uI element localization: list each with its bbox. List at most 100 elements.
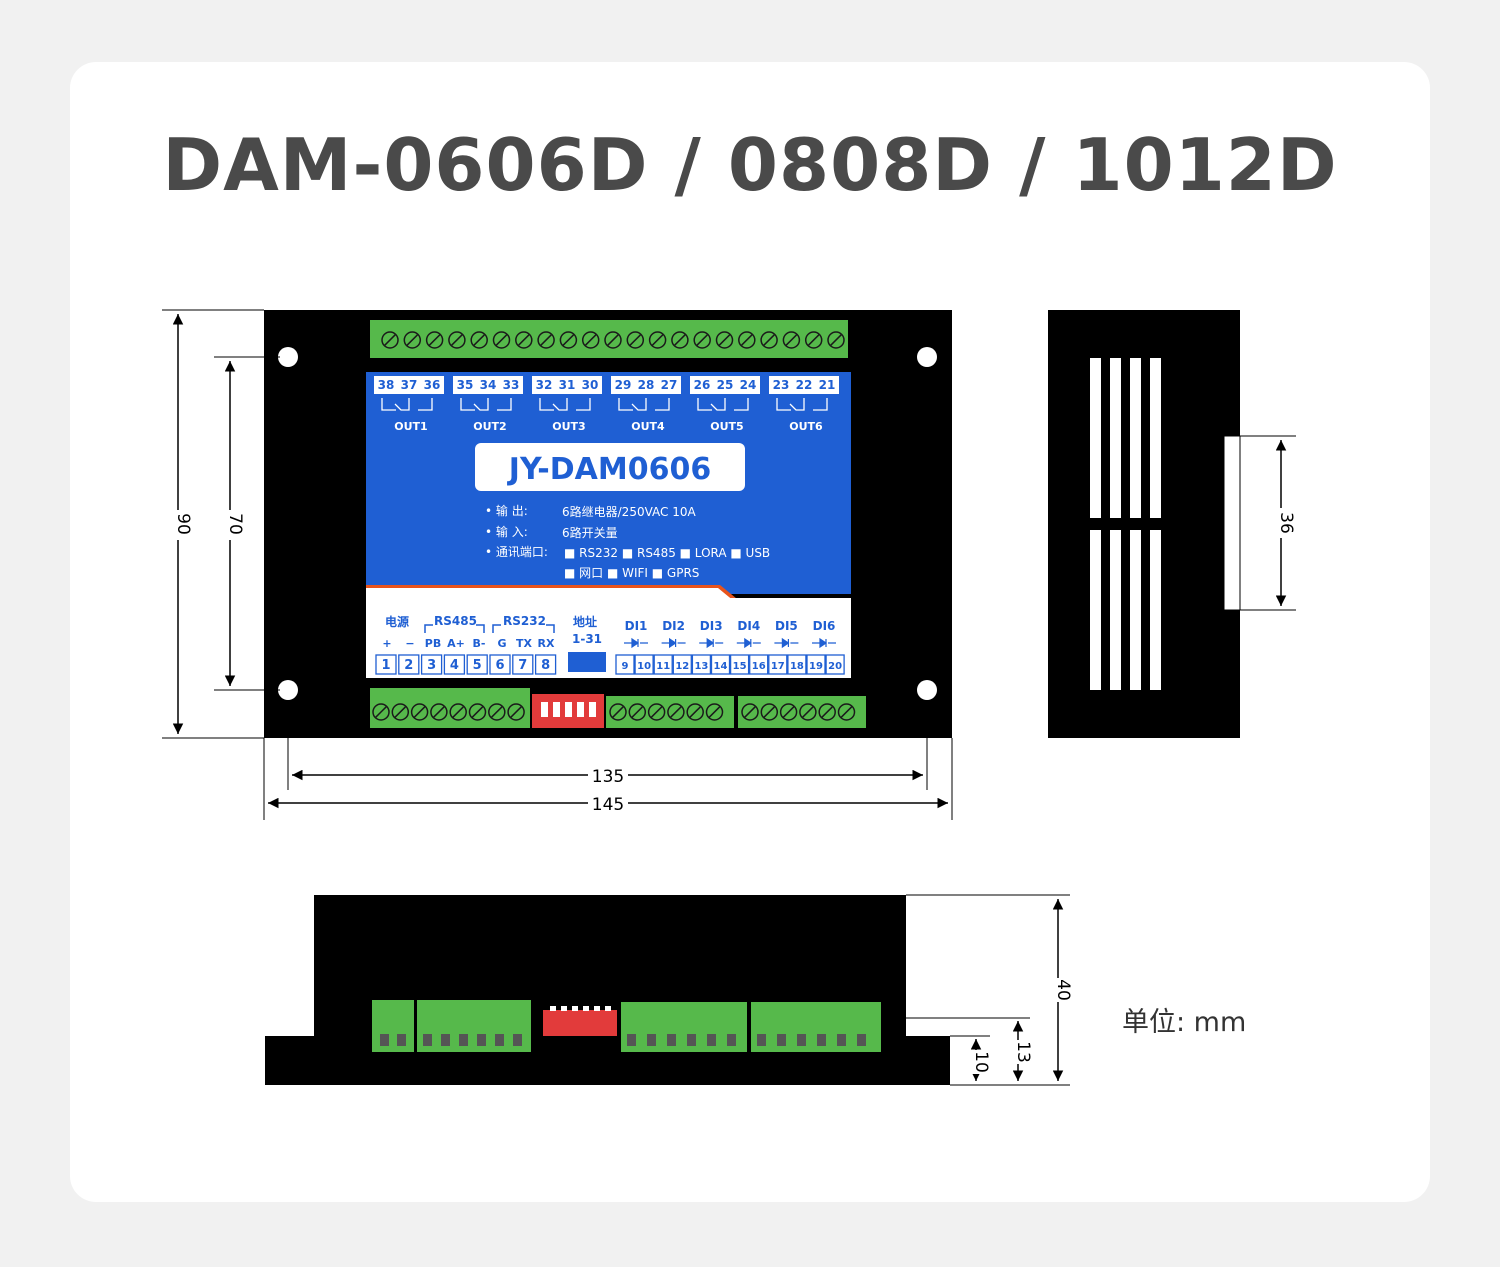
group-power-label: 电源 (385, 614, 409, 629)
di-label: DI6 (813, 619, 836, 633)
relay-symbol-icon (776, 398, 828, 411)
output-label: OUT4 (631, 420, 665, 433)
terminal-number: 14 (714, 661, 728, 672)
terminal-number-box (806, 654, 826, 675)
side-rail (1223, 435, 1241, 611)
terminal-socket-icon (727, 1034, 736, 1046)
terminal-socket-icon (687, 1034, 696, 1046)
dip-key-icon (605, 1006, 611, 1011)
terminal-number-box (489, 654, 511, 675)
pin-label: TX (516, 637, 533, 650)
terminal-number-box (768, 654, 788, 675)
terminal-socket-icon (423, 1034, 432, 1046)
relay-terminal-label: 34 (480, 378, 497, 392)
page-title: DAM-0606D / 0808D / 1012D (162, 123, 1338, 207)
terminal-number: 9 (622, 661, 629, 672)
terminal-socket-icon (459, 1034, 468, 1046)
terminal-number: 6 (495, 658, 504, 673)
io-label-panel-top (366, 588, 851, 612)
dip-key-icon (553, 702, 560, 717)
terminal-number: 15 (733, 661, 747, 672)
terminal-number: 12 (675, 661, 689, 672)
diode-icon (661, 637, 686, 649)
dim-side-width: 36 (1276, 512, 1296, 534)
di-label: DI3 (700, 619, 723, 633)
relay-symbol-icon (381, 398, 433, 411)
terminal-socket-icon (513, 1034, 522, 1046)
terminal-socket-icon (627, 1034, 636, 1046)
relay-terminal-label: 29 (615, 378, 632, 392)
terminal-number-box (534, 654, 557, 675)
di-label: DI1 (625, 619, 648, 633)
dim-depth-total: 40 (1053, 979, 1073, 1001)
spec-comm-row2: ■ 网口 ■ WIFI ■ GPRS (564, 566, 699, 580)
relay-terminal-label: 21 (819, 378, 836, 392)
output-label: OUT6 (789, 420, 823, 433)
terminal-socket-icon (837, 1034, 846, 1046)
terminal-number-box (466, 654, 488, 675)
pin-label: PB (425, 637, 441, 650)
relay-terminal-label: 30 (582, 378, 599, 392)
terminal-socket-icon (380, 1034, 389, 1046)
relay-terminal-box (690, 376, 760, 394)
terminal-number-box (825, 654, 845, 675)
side-terminal-c (621, 1002, 747, 1052)
dip-key-icon (583, 1006, 589, 1011)
side-body (1048, 310, 1240, 738)
terminal-number-box (691, 654, 712, 675)
side-dip-switch (543, 1010, 617, 1036)
output-label: OUT2 (473, 420, 506, 433)
terminal-number-box (653, 654, 673, 675)
dim-depth-step: 13 (1013, 1041, 1033, 1063)
diode-icon (624, 637, 648, 649)
bottom-body (265, 895, 950, 1085)
group-rs485-label: RS485 (434, 614, 477, 628)
vent-slots (1090, 358, 1161, 690)
dip-key-icon (550, 1006, 556, 1011)
dim-height-holes: 70 (225, 513, 245, 535)
spec-input-value: 6路开关量 (562, 525, 618, 540)
terminal-socket-icon (477, 1034, 486, 1046)
relay-terminal-box (769, 376, 839, 394)
relay-terminal-label: 25 (717, 378, 734, 392)
mount-hole-icon (917, 347, 937, 367)
terminal-number: 18 (790, 661, 804, 672)
terminal-number-box (443, 654, 466, 675)
relay-symbol-icon (697, 398, 749, 411)
relay-terminal-label: 26 (694, 378, 711, 392)
dip-key-icon (565, 702, 572, 717)
terminal-number-box (672, 654, 692, 675)
terminal-number-box (398, 654, 420, 675)
terminal-number: 17 (771, 661, 785, 672)
side-terminal-a (372, 1000, 414, 1052)
diode-icon (736, 637, 761, 649)
output-label: OUT5 (710, 420, 743, 433)
relay-terminal-label: 32 (536, 378, 553, 392)
terminal-socket-icon (797, 1034, 806, 1046)
dip-key-icon (541, 702, 548, 717)
mount-hole-icon (917, 680, 937, 700)
terminal-number-box (749, 654, 769, 675)
dim-height-total: 90 (173, 513, 193, 535)
output-label: OUT1 (394, 420, 427, 433)
terminal-socket-icon (495, 1034, 504, 1046)
terminal-number-box (729, 654, 750, 675)
terminal-number: 11 (656, 661, 670, 672)
pin-label: A+ (447, 637, 465, 650)
di-label: DI2 (662, 619, 685, 633)
terminal-number-box (615, 654, 635, 675)
relay-terminal-label: 23 (773, 378, 790, 392)
di-label: DI4 (737, 619, 760, 633)
relay-terminal-label: 22 (796, 378, 813, 392)
terminal-number: 1 (381, 658, 390, 673)
spec-input-key: • 输 入: (485, 524, 528, 539)
pin-label: RX (538, 637, 555, 650)
terminal-number-box (420, 654, 443, 675)
top-screws (381, 331, 845, 349)
terminal-number-box (512, 654, 534, 675)
spec-output-value: 6路继电器/250VAC 10A (562, 504, 696, 519)
dip-key-icon (589, 702, 596, 717)
